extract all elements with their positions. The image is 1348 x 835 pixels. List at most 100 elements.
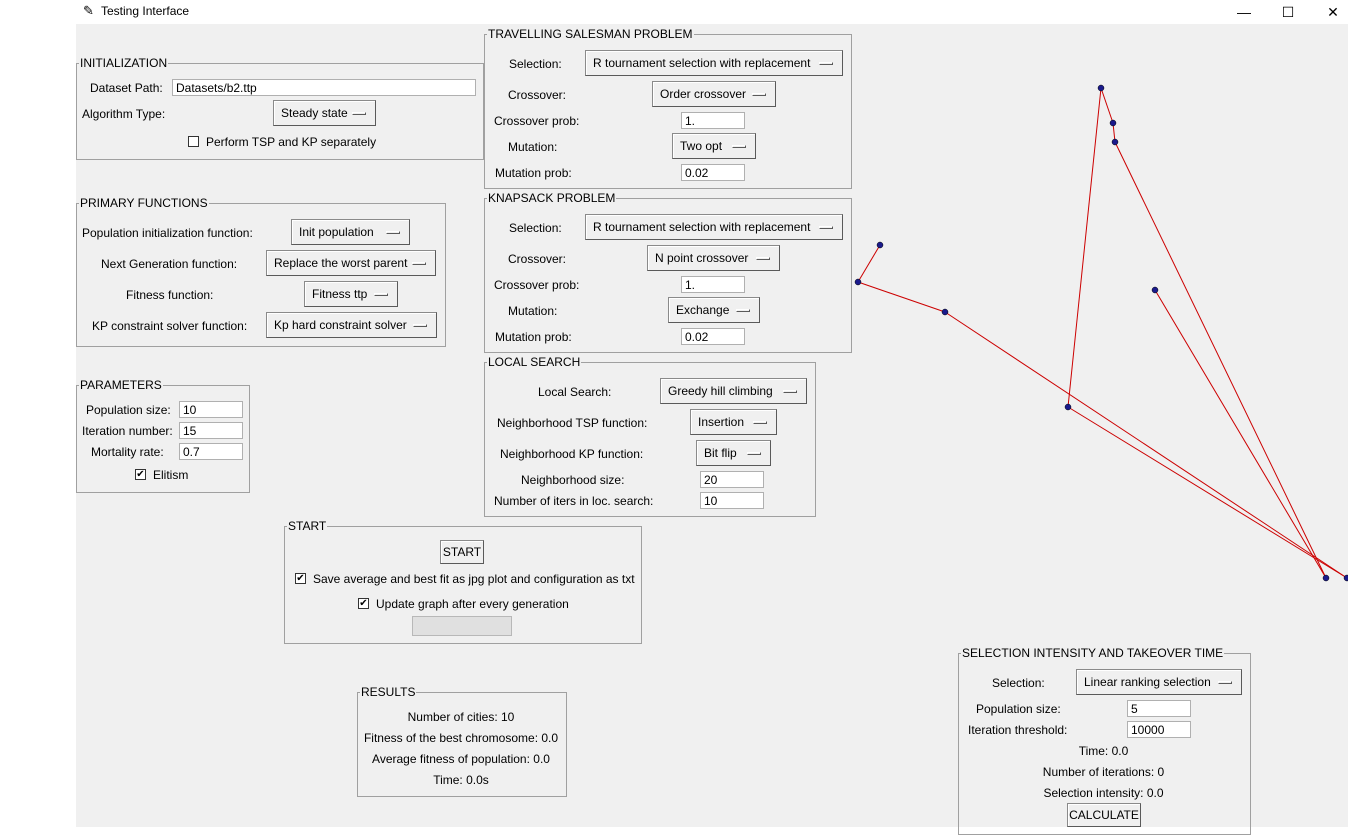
- pop-init-label: Population initialization function:: [82, 226, 253, 240]
- tour-edge: [1154, 289, 1327, 579]
- start-group: START: [284, 519, 642, 644]
- tsp-crossover-menu[interactable]: Order crossover: [652, 81, 776, 107]
- results-cities: Number of cities: 10: [407, 710, 515, 724]
- maximize-button[interactable]: ☐: [1281, 4, 1295, 20]
- tsp-selection-menu[interactable]: R tournament selection with replacement: [585, 50, 843, 76]
- tour-edge: [1100, 87, 1114, 124]
- selection-intensity-group: SELECTION INTENSITY AND TAKEOVER TIME: [958, 646, 1251, 835]
- algorithm-type-label: Algorithm Type:: [82, 107, 166, 121]
- kp-solver-menu[interactable]: Kp hard constraint solver: [266, 312, 437, 338]
- tsp-mprob-input[interactable]: 0.02: [681, 164, 745, 181]
- kp-mprob-label: Mutation prob:: [495, 330, 572, 344]
- local-search-title: LOCAL SEARCH: [487, 355, 582, 369]
- dataset-path-label: Dataset Path:: [90, 81, 163, 95]
- tour-edge: [1067, 87, 1102, 408]
- tsp-crossover-label: Crossover:: [508, 88, 567, 102]
- kp-mprob-input[interactable]: 0.02: [681, 328, 745, 345]
- menu-indicator-icon: [412, 262, 426, 265]
- kp-mutation-label: Mutation:: [508, 304, 558, 318]
- si-threshold-label: Iteration threshold:: [968, 723, 1068, 737]
- tour-edge: [1067, 406, 1348, 579]
- menu-indicator-icon: [374, 293, 388, 296]
- kp-title: KNAPSACK PROBLEM: [487, 191, 617, 205]
- kp-mutation-value: Exchange: [676, 303, 730, 317]
- si-selection-value: Linear ranking selection: [1084, 675, 1211, 689]
- kp-selection-menu[interactable]: R tournament selection with replacement: [585, 214, 843, 240]
- kp-crossover-menu[interactable]: N point crossover: [647, 245, 780, 271]
- tsp-selection-label: Selection:: [509, 57, 562, 71]
- neighborhood-size-input[interactable]: 20: [700, 471, 764, 488]
- tsp-mutation-menu[interactable]: Two opt: [672, 133, 756, 159]
- menu-indicator-icon: [736, 309, 750, 312]
- menu-indicator-icon: [413, 324, 427, 327]
- close-button[interactable]: ✕: [1327, 4, 1339, 20]
- calculate-button[interactable]: CALCULATE: [1067, 803, 1141, 827]
- menu-indicator-icon: [819, 226, 833, 229]
- mortality-rate-input[interactable]: 0.7: [179, 443, 243, 460]
- fitness-value: Fitness ttp: [312, 287, 368, 301]
- parameters-group: PARAMETERS: [76, 378, 250, 493]
- dataset-path-input[interactable]: Datasets/b2.ttp: [172, 79, 476, 96]
- results-avg-fitness: Average fitness of population: 0.0: [372, 752, 550, 766]
- tsp-title: TRAVELLING SALESMAN PROBLEM: [487, 27, 694, 41]
- si-population-input[interactable]: 5: [1127, 700, 1191, 717]
- city-node: [1111, 138, 1119, 146]
- fitness-menu[interactable]: Fitness ttp: [304, 281, 398, 307]
- neighborhood-kp-menu[interactable]: Bit flip: [696, 440, 771, 466]
- progress-bar: [412, 616, 512, 636]
- next-gen-menu[interactable]: Replace the worst parent: [266, 250, 436, 276]
- neighborhood-tsp-menu[interactable]: Insertion: [690, 409, 777, 435]
- tsp-group: TRAVELLING SALESMAN PROBLEM: [484, 27, 852, 189]
- si-selection-label: Selection:: [992, 676, 1045, 690]
- menu-indicator-icon: [747, 452, 761, 455]
- city-node: [1151, 286, 1159, 294]
- menu-indicator-icon: [783, 390, 797, 393]
- minimize-button[interactable]: —: [1237, 4, 1251, 20]
- kp-cprob-input[interactable]: 1.: [681, 276, 745, 293]
- si-intensity: Selection intensity: 0.0: [1043, 786, 1164, 800]
- elitism-checkbox[interactable]: ✔: [135, 469, 146, 480]
- update-graph-label: Update graph after every generation: [376, 597, 569, 611]
- kp-solver-label: KP constraint solver function:: [92, 319, 248, 333]
- local-search-group: LOCAL SEARCH: [484, 355, 816, 517]
- initialization-group: INITIALIZATION: [76, 56, 484, 160]
- tour-edge: [857, 281, 946, 313]
- si-selection-menu[interactable]: Linear ranking selection: [1076, 669, 1242, 695]
- next-gen-value: Replace the worst parent: [274, 256, 408, 270]
- neighborhood-kp-value: Bit flip: [704, 446, 737, 460]
- save-checkbox[interactable]: ✔: [295, 573, 306, 584]
- city-node: [876, 241, 884, 249]
- local-iters-input[interactable]: 10: [700, 492, 764, 509]
- local-search-value: Greedy hill climbing: [668, 384, 773, 398]
- elitism-label: Elitism: [153, 468, 189, 482]
- menu-indicator-icon: [386, 231, 400, 234]
- kp-mutation-menu[interactable]: Exchange: [668, 297, 760, 323]
- update-graph-checkbox[interactable]: ✔: [358, 598, 369, 609]
- si-iterations: Number of iterations: 0: [1042, 765, 1165, 779]
- population-size-input[interactable]: 10: [179, 401, 243, 418]
- algorithm-type-value: Steady state: [281, 106, 348, 120]
- fitness-label: Fitness function:: [126, 288, 214, 302]
- tsp-mutation-label: Mutation:: [508, 140, 558, 154]
- start-title: START: [287, 519, 328, 533]
- neighborhood-kp-label: Neighborhood KP function:: [500, 447, 644, 461]
- algorithm-type-menu[interactable]: Steady state: [273, 100, 376, 126]
- kp-crossover-value: N point crossover: [655, 251, 749, 265]
- menu-indicator-icon: [819, 62, 833, 65]
- tsp-crossover-value: Order crossover: [660, 87, 747, 101]
- save-label: Save average and best fit as jpg plot an…: [313, 572, 635, 586]
- next-gen-label: Next Generation function:: [101, 257, 238, 271]
- city-node: [1322, 574, 1330, 582]
- kp-selection-label: Selection:: [509, 221, 562, 235]
- separate-checkbox[interactable]: [188, 136, 199, 147]
- tsp-cprob-input[interactable]: 1.: [681, 112, 745, 129]
- si-threshold-input[interactable]: 10000: [1127, 721, 1191, 738]
- start-button[interactable]: START: [440, 540, 484, 564]
- pop-init-menu[interactable]: Init population: [291, 219, 410, 245]
- primary-functions-title: PRIMARY FUNCTIONS: [79, 196, 209, 210]
- city-node: [854, 278, 862, 286]
- iteration-number-input[interactable]: 15: [179, 422, 243, 439]
- city-node: [1109, 119, 1117, 127]
- population-size-label: Population size:: [86, 403, 171, 417]
- local-search-menu[interactable]: Greedy hill climbing: [660, 378, 807, 404]
